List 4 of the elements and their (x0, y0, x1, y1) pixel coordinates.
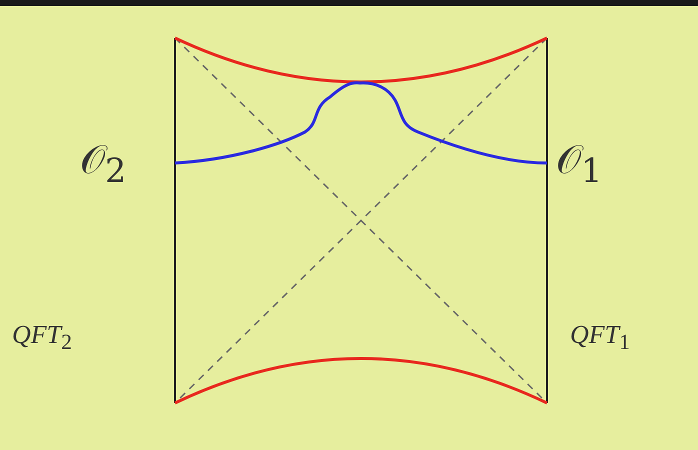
operator-label: 𝒪$_{1}$ (556, 140, 602, 188)
boundary-label: QFT$_{1}$ (570, 322, 630, 354)
boundary-label: QFT$_{2}$ (12, 322, 72, 354)
operator-label: 𝒪$_{2}$ (80, 140, 126, 188)
